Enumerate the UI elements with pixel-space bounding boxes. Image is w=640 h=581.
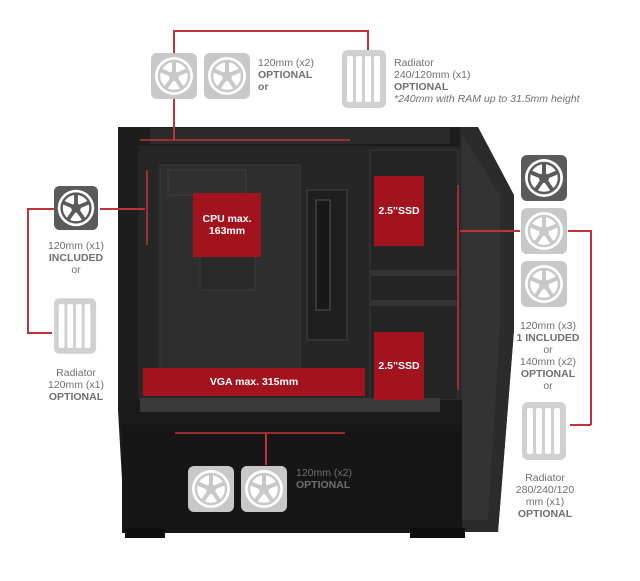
front-connector-vert — [590, 230, 592, 425]
fan-icon — [521, 208, 567, 254]
cpu-line1: CPU max. — [202, 213, 252, 225]
top-fan-status: OPTIONAL — [258, 69, 313, 81]
front-fan-or1: or — [543, 344, 553, 356]
radiator-icon — [53, 298, 97, 354]
front-radiator-size2: mm (x1) — [525, 496, 565, 508]
top-radiator-label: Radiator 240/120mm (x1) OPTIONAL *240mm … — [394, 57, 580, 105]
front-fan-line2: 1 INCLUDED — [516, 332, 580, 344]
front-fan-or2: or — [543, 380, 553, 392]
bottom-fan-status: OPTIONAL — [296, 479, 351, 491]
rear-connector-bottom — [27, 332, 52, 334]
radiator-icon — [342, 50, 386, 108]
front-fan-line1: 120mm (x3) — [519, 320, 576, 332]
front-fan-status: OPTIONAL — [520, 368, 576, 380]
fan-icon — [53, 185, 99, 231]
top-connector-bar — [173, 30, 368, 32]
ssd-bottom-box: 2.5"SSD — [374, 332, 424, 400]
top-connector-right — [367, 30, 369, 50]
ssd-top-box: 2.5"SSD — [374, 176, 424, 246]
ssd-bottom-label: 2.5"SSD — [378, 360, 420, 372]
top-radiator-size: 240/120mm (x1) — [394, 69, 471, 81]
bottom-fan-size: 120mm (x2) — [296, 467, 353, 479]
cpu-line2: 163mm — [208, 225, 246, 237]
top-radiator-status: OPTIONAL — [394, 81, 449, 93]
rear-fan-or: or — [71, 264, 81, 276]
top-fan-or: or — [258, 81, 269, 93]
bottom-fan-label: 120mm (x2) OPTIONAL — [296, 467, 352, 491]
vga-clearance-box: VGA max. 315mm — [143, 368, 365, 396]
fan-icon — [204, 53, 250, 99]
fan-icon — [188, 466, 234, 512]
front-radiator-name: Radiator — [525, 472, 565, 484]
rear-fan-size: 120mm (x1) — [47, 240, 104, 252]
rear-connector-top — [27, 208, 57, 210]
rear-connector-vert — [27, 208, 29, 333]
top-fan-label: 120mm (x2) OPTIONAL or — [258, 57, 314, 93]
radiator-icon — [522, 402, 566, 460]
rear-radiator-status: OPTIONAL — [48, 391, 104, 403]
fan-icon — [521, 155, 567, 201]
rear-radiator-size: 120mm (x1) — [47, 379, 104, 391]
vga-label: VGA max. 315mm — [209, 376, 299, 388]
ssd-top-label: 2.5"SSD — [378, 205, 420, 217]
fan-icon — [521, 261, 567, 307]
front-radiator-status: OPTIONAL — [517, 508, 573, 520]
rear-connector-case — [100, 208, 145, 210]
cpu-clearance-box: CPU max. 163mm — [193, 193, 261, 257]
top-radiator-name: Radiator — [394, 57, 434, 69]
front-connector-right-top — [568, 230, 590, 232]
front-fan-label: 120mm (x3) 1 INCLUDED or 140mm (x2) OPTI… — [508, 320, 588, 392]
top-radiator-note: *240mm with RAM up to 31.5mm height — [394, 93, 580, 105]
fan-icon — [241, 466, 287, 512]
front-radiator-size1: 280/240/120 — [515, 484, 575, 496]
rear-radiator-label: Radiator 120mm (x1) OPTIONAL — [38, 367, 114, 403]
front-fan-line3: 140mm (x2) — [519, 356, 576, 368]
front-connector-top — [460, 230, 520, 232]
front-connector-bottom — [570, 424, 591, 426]
front-radiator-label: Radiator 280/240/120 mm (x1) OPTIONAL — [505, 472, 585, 520]
rear-fan-label: 120mm (x1) INCLUDED or — [40, 240, 112, 276]
top-fan-size: 120mm (x2) — [258, 57, 315, 69]
bottom-connector — [265, 433, 267, 465]
rear-radiator-name: Radiator — [56, 367, 96, 379]
rear-fan-status: INCLUDED — [48, 252, 104, 264]
fan-icon — [151, 53, 197, 99]
